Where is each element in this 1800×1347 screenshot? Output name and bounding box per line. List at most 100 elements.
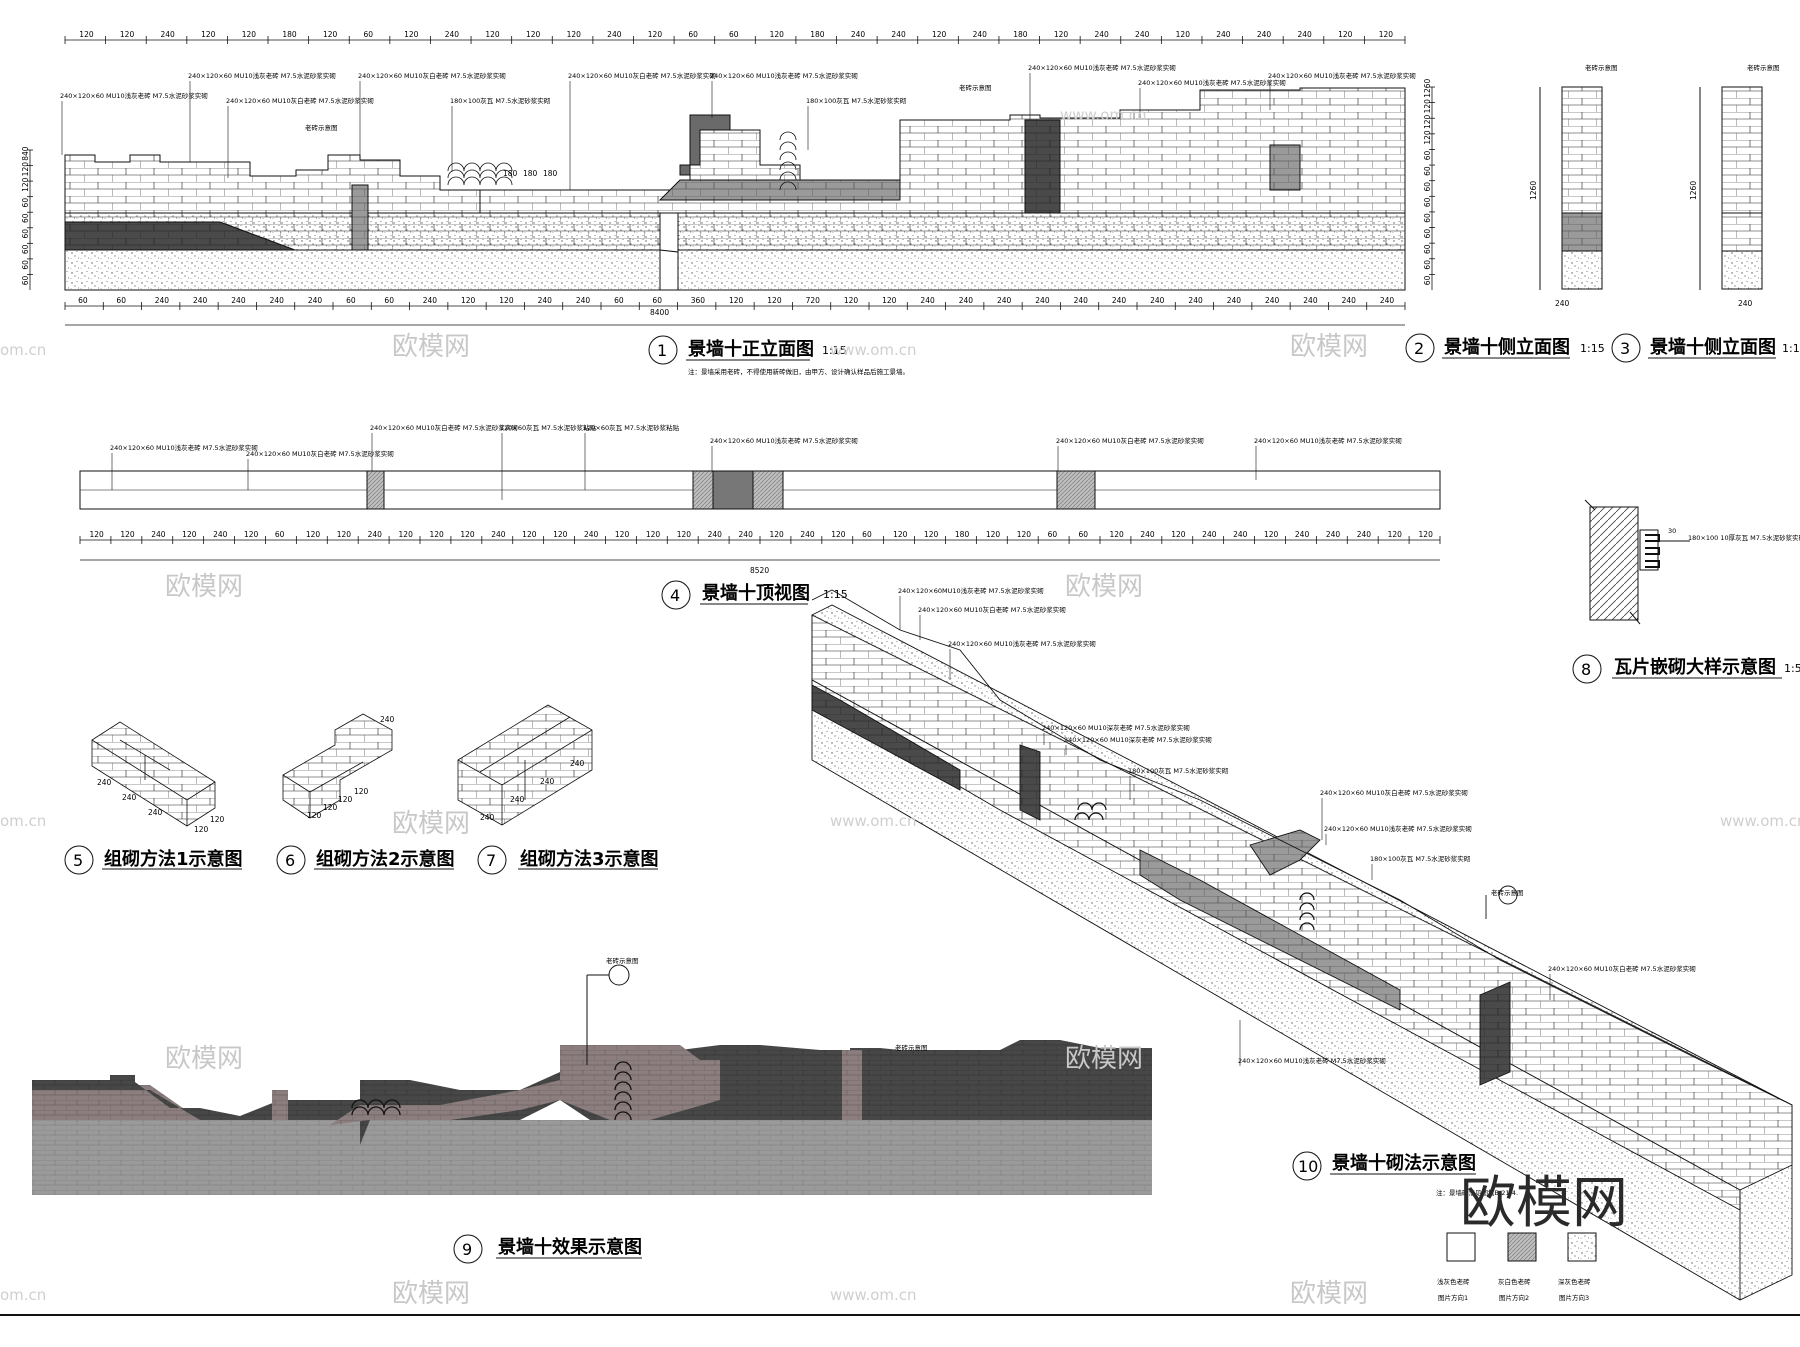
top-dim-value: 240: [800, 530, 815, 539]
front-right-dim-value: 60: [1423, 229, 1432, 239]
top-dim-value: 60: [275, 530, 285, 539]
top-dim-value: 180: [955, 530, 970, 539]
view-7-title: 组砌方法3示意图: [520, 848, 659, 870]
view-4-title: 景墙十顶视图: [702, 582, 810, 604]
front-bottom-dim-value: 240: [1150, 296, 1165, 305]
watermark-site-4: om.cn: [0, 812, 46, 830]
watermark-logo-1: 欧模网: [392, 332, 470, 362]
front-top-dim-value: 60: [688, 30, 698, 39]
front-top-dim-value: 240: [607, 30, 622, 39]
bond-diagram-dimensions: 2402402401201202401201201201202402402402…: [97, 715, 585, 834]
legend-sub-1: 图片方向1: [1438, 1293, 1468, 1302]
top-dim-value: 240: [708, 530, 723, 539]
front-left-dim-value: 60: [21, 213, 30, 223]
front-bottom-dim-value: 240: [1188, 296, 1203, 305]
bond1-dim: 120: [194, 825, 209, 834]
top-label-text: 240×120×60 MU10灰白老砖 M7.5水泥砂浆实砌: [1056, 436, 1204, 445]
front-top-dim-value: 60: [729, 30, 739, 39]
front-bottom-dim-value: 240: [997, 296, 1012, 305]
front-top-dim-value: 120: [120, 30, 135, 39]
view-1-scale: 1:15: [822, 344, 847, 357]
front-bottom-dim-value: 240: [308, 296, 323, 305]
ref-tag-text: 老砖示意图: [895, 1043, 928, 1052]
bond1-dim: 240: [122, 793, 137, 802]
front-elevation-labels: 240×120×60 MU10浅灰老砖 M7.5水泥砂浆实砌240×120×60…: [60, 63, 1416, 190]
top-dim-value: 240: [584, 530, 599, 539]
top-dim-value: 120: [89, 530, 104, 539]
front-left-dim-value: 120: [21, 177, 30, 192]
watermark-site-3: www.om.cn: [1060, 106, 1147, 124]
front-top-dim-value: 240: [1216, 30, 1231, 39]
top-label-text: 240×120×60 MU10浅灰老砖 M7.5水泥砂浆实砌: [1254, 436, 1402, 445]
front-bottom-dim-value: 720: [806, 296, 821, 305]
watermark-logo-4: 欧模网: [1065, 572, 1143, 602]
legend-swatch-light: [1446, 1232, 1476, 1262]
bond3-dim: 240: [480, 813, 495, 822]
top-dim-value: 120: [244, 530, 259, 539]
front-top-dim-value: 120: [404, 30, 419, 39]
watermark-site-2: www.om.cn: [830, 341, 917, 359]
view-1-number: 1: [657, 341, 667, 360]
side-elevation-3: 240 1260: [1689, 86, 1763, 308]
top-dim-value: 240: [1202, 530, 1217, 539]
watermark-logo-main: 欧模网: [1460, 1171, 1628, 1236]
front-left-dim-value: 60: [21, 260, 30, 270]
watermark-site-7: om.cn: [0, 1286, 46, 1304]
ref-tag: 老砖示意图: [959, 83, 992, 92]
top-dim-value: 60: [1079, 530, 1089, 539]
legend-label-2: 灰白色老砖: [1498, 1277, 1531, 1286]
front-bottom-dim-value: 60: [78, 296, 88, 305]
front-bottom-dim-value: 240: [231, 296, 246, 305]
watermark-logo-7: 欧模网: [1065, 1044, 1143, 1074]
side-2-height: 1260: [1529, 181, 1538, 200]
axonometric-labels: 240×120×60MU10浅灰老砖 M7.5水泥砂浆实砌 240×120×60 …: [898, 586, 1696, 1066]
front-right-dim-value: 60: [1423, 275, 1432, 285]
top-label-text: 120×60灰瓦 M7.5水泥砂浆粘贴: [500, 423, 597, 432]
watermark-site-6: www.om.cn: [1720, 812, 1800, 830]
front-bottom-dim-value: 120: [844, 296, 859, 305]
tile-dim-2: 180: [523, 169, 538, 178]
ref-tag: 老砖示意图: [1585, 63, 1618, 72]
front-bottom-dim-value: 240: [538, 296, 553, 305]
legend-label-1: 浅灰色老砖: [1437, 1277, 1470, 1286]
front-right-dim-value: 1260: [1423, 78, 1432, 97]
front-elevation-wall: [64, 87, 1406, 291]
top-total-dim: 8520: [750, 566, 769, 575]
watermark-site-8: www.om.cn: [830, 1286, 917, 1304]
axo-label-text: 240×120×60 MU10灰白老砖 M7.5水泥砂浆实砌: [1320, 788, 1468, 797]
front-top-dim-value: 120: [201, 30, 216, 39]
front-top-dim-value: 240: [1094, 30, 1109, 39]
view-9-title: 景墙十效果示意图: [498, 1236, 642, 1258]
watermark-logo-6: 欧模网: [165, 1044, 243, 1074]
front-bottom-dim-value: 360: [691, 296, 706, 305]
front-bottom-dim-value: 60: [652, 296, 662, 305]
tile-dim-1: 180: [503, 169, 518, 178]
front-right-dim-value: 60: [1423, 150, 1432, 160]
bond2-dim: 240: [380, 715, 395, 724]
view-2-number: 2: [1414, 339, 1424, 358]
watermark-logo-9: 欧模网: [1290, 1279, 1368, 1309]
front-bottom-dim-value: 240: [959, 296, 974, 305]
tile-detail-dim: 30: [1668, 527, 1676, 535]
bond2-dim: 120: [354, 787, 369, 796]
axo-label-text: 240×120×60 MU10深灰老砖 M7.5水泥砂浆实砌: [1064, 735, 1212, 744]
axo-label-text: 240×120×60 MU10浅灰老砖 M7.5水泥砂浆实砌: [1238, 1056, 1386, 1065]
front-left-dim-value: 60: [21, 275, 30, 285]
front-bottom-dim-value: 240: [920, 296, 935, 305]
top-dim-value: 240: [739, 530, 754, 539]
ref-tag: 老砖示意图: [606, 956, 639, 965]
front-left-dim-value: 60: [21, 229, 30, 239]
top-dim-value: 120: [1171, 530, 1186, 539]
watermark-logo-5: 欧模网: [392, 809, 470, 839]
front-bottom-dim-value: 240: [423, 296, 438, 305]
axo-label-text: 240×120×60MU10浅灰老砖 M7.5水泥砂浆实砌: [898, 586, 1044, 595]
front-right-dim-value: 60: [1423, 213, 1432, 223]
ref-tag-text: 老砖示意图: [1747, 63, 1780, 72]
view-8-title: 瓦片嵌砌大样示意图: [1614, 656, 1776, 678]
front-top-dim-value: 240: [161, 30, 176, 39]
front-top-dim-value: 180: [810, 30, 825, 39]
top-dim-value: 120: [646, 530, 661, 539]
view-3-scale: 1:15: [1782, 342, 1800, 355]
front-bottom-dim-value: 120: [882, 296, 897, 305]
